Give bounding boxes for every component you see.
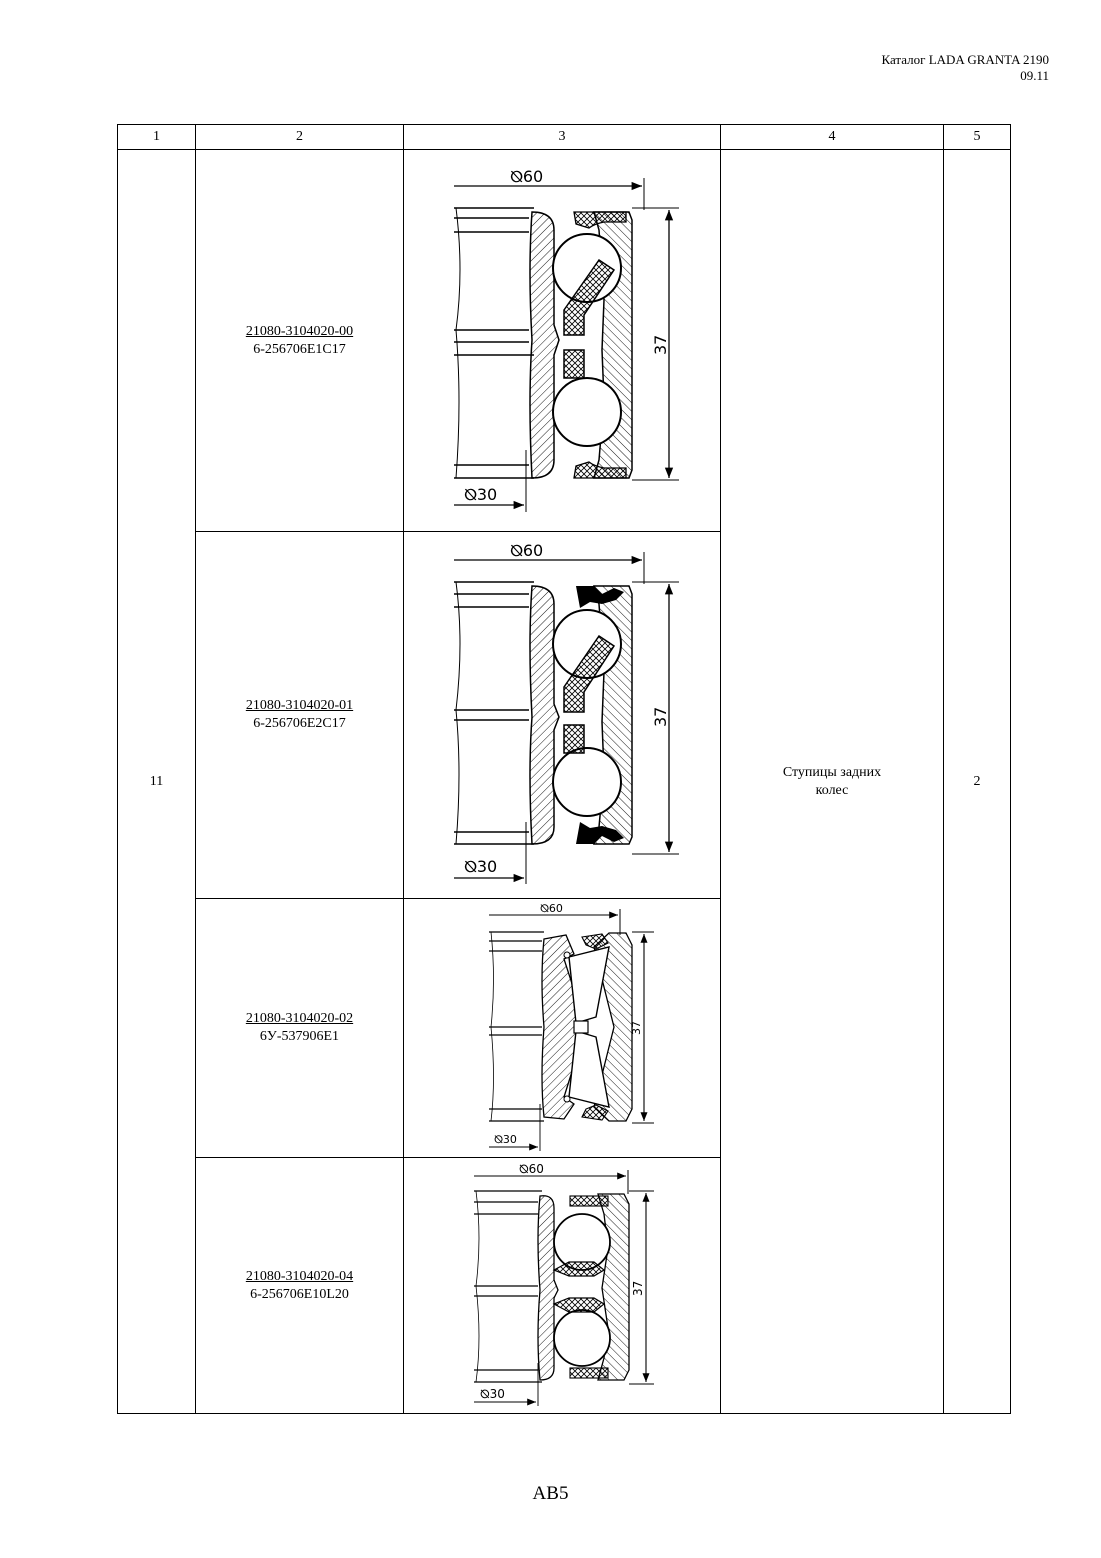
part-number: 21080-3104020-01	[245, 698, 354, 713]
part-number: 21080-3104020-02	[245, 1011, 354, 1026]
col-header-2: 2	[195, 124, 404, 150]
assembly-name: Ступицы задних колес	[782, 764, 882, 798]
position-cell: 11	[117, 149, 196, 1414]
col-header-1: 1	[117, 124, 196, 150]
outer-dim-label: ⦰60	[540, 902, 563, 915]
bearing-drawing: ⦰60 37 ⦰30	[454, 541, 679, 884]
bearing-drawing: ⦰60 37 ⦰30	[474, 1162, 654, 1406]
parts-table: 1 2 3 4 5 11 21080-3104020-00 6-256706Е1…	[117, 124, 1011, 1414]
assembly-name-cell: Ступицы задних колес	[720, 149, 944, 1414]
bearing-designation: 6-256706Е1С17	[253, 341, 346, 357]
width-dim-label: 37	[630, 1021, 643, 1035]
inner-dim-label: ⦰30	[464, 857, 497, 876]
part-number: 21080-3104020-00	[245, 323, 354, 339]
table-row: 21080-3104020-02 6У-537906Е1 ⦰60	[118, 898, 1011, 1158]
quantity-cell: 2	[943, 149, 1011, 1414]
bearing-designation: 6-256706Е10L20	[250, 1286, 349, 1302]
bearing-designation: 6У-537906Е1	[259, 1029, 340, 1044]
table-row: 11 21080-3104020-00 6-256706Е1С17 ⦰60	[117, 149, 1011, 1414]
bearing-designation: 6-256706Е2С17	[253, 716, 346, 731]
drawing-cell: ⦰60 37	[403, 149, 721, 532]
width-dim-label: 37	[651, 707, 670, 727]
col-header-4: 4	[720, 124, 944, 150]
drawing-cell: ⦰60 37 ⦰30	[403, 531, 721, 899]
drawing-cell: ⦰60 37 ⦰30	[403, 1157, 721, 1414]
outer-dim-label: ⦰60	[519, 1162, 544, 1176]
inner-dim-label: ⦰30	[480, 1387, 505, 1401]
part-number-cell: 21080-3104020-02 6У-537906Е1	[195, 898, 404, 1158]
inner-dim-label: ⦰30	[494, 1133, 517, 1146]
catalog-date: 09.11	[1020, 68, 1049, 83]
table-row: 21080-3104020-04 6-256706Е10L20 ⦰60	[118, 1157, 1011, 1414]
bearing-drawing: ⦰60 37	[454, 167, 679, 512]
header-row: 1 2 3 4 5	[117, 124, 1011, 150]
page-number: АВ5	[532, 1483, 569, 1504]
bearing-drawing: ⦰60 37 ⦰30	[489, 902, 654, 1151]
drawing-cell: ⦰60 37 ⦰30	[403, 898, 721, 1158]
col-header-3: 3	[403, 124, 721, 150]
outer-dim-label: ⦰60	[510, 541, 543, 560]
part-number-cell: 21080-3104020-04 6-256706Е10L20	[195, 1157, 404, 1414]
part-number: 21080-3104020-04	[245, 1268, 354, 1284]
width-dim-label: 37	[651, 335, 670, 355]
table-row: 21080-3104020-01 6-256706Е2С17 ⦰60	[118, 531, 1011, 899]
outer-dim-label: ⦰60	[510, 167, 543, 186]
part-number-cell: 21080-3104020-01 6-256706Е2С17	[195, 531, 404, 899]
col-header-5: 5	[943, 124, 1011, 150]
catalog-title: Каталог LADA GRANTA 2190	[881, 52, 1049, 67]
part-number-cell: 21080-3104020-00 6-256706Е1С17	[195, 149, 404, 532]
width-dim-label: 37	[631, 1281, 645, 1296]
page-header: Каталог LADA GRANTA 2190 09.11	[881, 52, 1049, 84]
inner-dim-label: ⦰30	[464, 485, 497, 504]
